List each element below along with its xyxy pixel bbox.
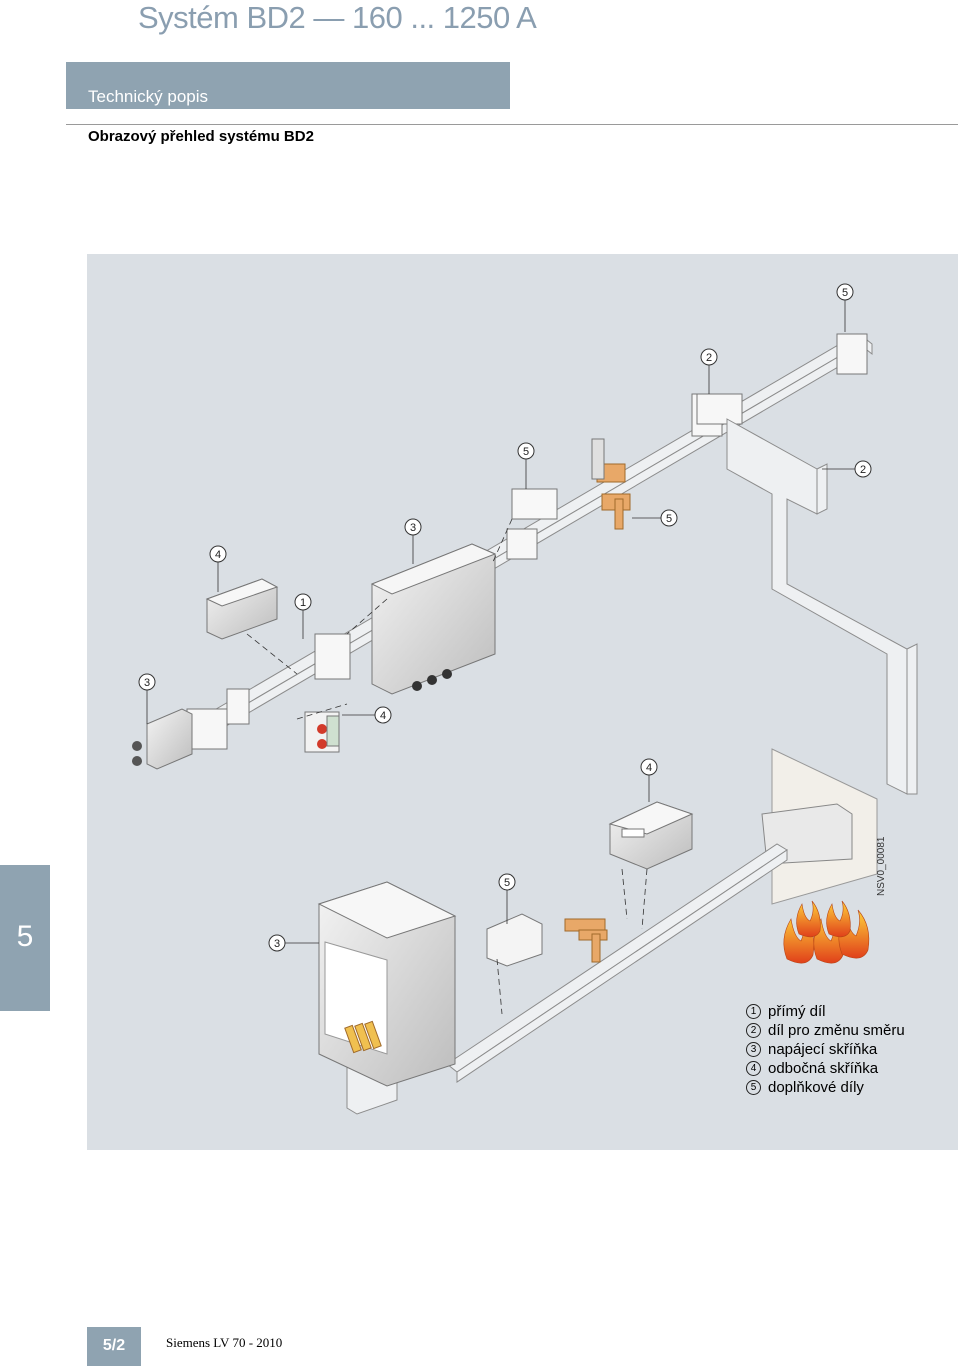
- divider: [66, 124, 958, 125]
- callout-5-mid: 5: [517, 442, 535, 460]
- callout-1: 1: [294, 593, 312, 611]
- system-overview-figure: 5 2 5 2 3 5 4 1 3 4 4 5: [87, 254, 958, 1150]
- assembly-guides: [246, 518, 648, 1015]
- accessory-lower: [486, 913, 608, 967]
- callout-3-left: 3: [138, 673, 156, 691]
- legend: 1 přímý díl 2 díl pro změnu směru 3 napá…: [746, 1002, 905, 1097]
- busbar-right-run: [726, 418, 918, 795]
- callout-3-upper: 3: [404, 518, 422, 536]
- legend-number: 4: [746, 1061, 761, 1076]
- legend-number: 3: [746, 1042, 761, 1057]
- legend-label: napájecí skříňka: [768, 1041, 878, 1058]
- svg-text:2: 2: [860, 464, 866, 476]
- svg-text:5: 5: [504, 877, 510, 889]
- callout-5-right: 5: [660, 509, 678, 527]
- svg-text:1: 1: [300, 597, 306, 609]
- callout-leaders: [146, 300, 855, 944]
- svg-text:4: 4: [646, 762, 652, 774]
- tapoff-small: [304, 711, 340, 753]
- fire-flames: [783, 900, 870, 964]
- legend-label: díl pro změnu směru: [768, 1022, 905, 1039]
- page-title: Systém BD2 — 160 ... 1250 A: [138, 0, 537, 35]
- callout-2-top: 2: [700, 348, 718, 366]
- callout-4-upper: 4: [209, 545, 227, 563]
- svg-text:3: 3: [410, 522, 416, 534]
- svg-text:4: 4: [380, 710, 386, 722]
- end-feeder-left: [132, 708, 193, 770]
- legend-label: odbočná skříňka: [768, 1060, 879, 1077]
- legend-item: 2 díl pro změnu směru: [746, 1021, 905, 1040]
- joint-blocks: [186, 333, 868, 750]
- svg-text:4: 4: [215, 549, 221, 561]
- legend-item: 1 přímý díl: [746, 1002, 905, 1021]
- section-header-bar: Technický popis: [66, 62, 510, 109]
- footer-text: Siemens LV 70 - 2010: [166, 1335, 283, 1350]
- callout-5-lower: 5: [498, 873, 516, 891]
- legend-item: 4 odbočná skříňka: [746, 1059, 905, 1078]
- svg-text:5: 5: [666, 513, 672, 525]
- busbar-illustration: 5 2 5 2 3 5 4 1 3 4 4 5: [132, 283, 918, 1115]
- callout-3-lower: 3: [268, 934, 286, 952]
- svg-text:5: 5: [523, 446, 529, 458]
- callout-5-top: 5: [836, 283, 854, 301]
- legend-item: 3 napájecí skříňka: [746, 1040, 905, 1059]
- figure-code: NSV0_00081: [876, 836, 887, 896]
- svg-text:2: 2: [706, 352, 712, 364]
- chapter-tab: 5: [0, 865, 50, 1011]
- page-number-box: 5/2: [87, 1327, 141, 1366]
- svg-text:3: 3: [274, 938, 280, 950]
- feeder-box-upper: [370, 543, 497, 695]
- fire-wall: [761, 748, 878, 905]
- callout-2-right: 2: [854, 460, 872, 478]
- tapoff-box-upper: [205, 578, 279, 640]
- svg-text:5: 5: [842, 287, 848, 299]
- chapter-number: 5: [16, 920, 34, 953]
- section-title: Technický popis: [88, 87, 209, 106]
- svg-text:3: 3: [144, 677, 150, 689]
- subtitle: Obrazový přehled systému BD2: [88, 128, 314, 145]
- page-number: 5/2: [102, 1337, 126, 1354]
- legend-number: 2: [746, 1023, 761, 1038]
- legend-number: 1: [746, 1004, 761, 1019]
- legend-label: doplňkové díly: [768, 1079, 864, 1096]
- tapoff-box-lower: [608, 801, 694, 870]
- legend-label: přímý díl: [768, 1003, 826, 1020]
- callout-4-small: 4: [374, 706, 392, 724]
- legend-item: 5 doplňkové díly: [746, 1078, 905, 1097]
- legend-number: 5: [746, 1080, 761, 1095]
- accessory-upper: [511, 438, 631, 530]
- feeder-box-lower: [317, 881, 457, 1087]
- callout-4-lower: 4: [640, 758, 658, 776]
